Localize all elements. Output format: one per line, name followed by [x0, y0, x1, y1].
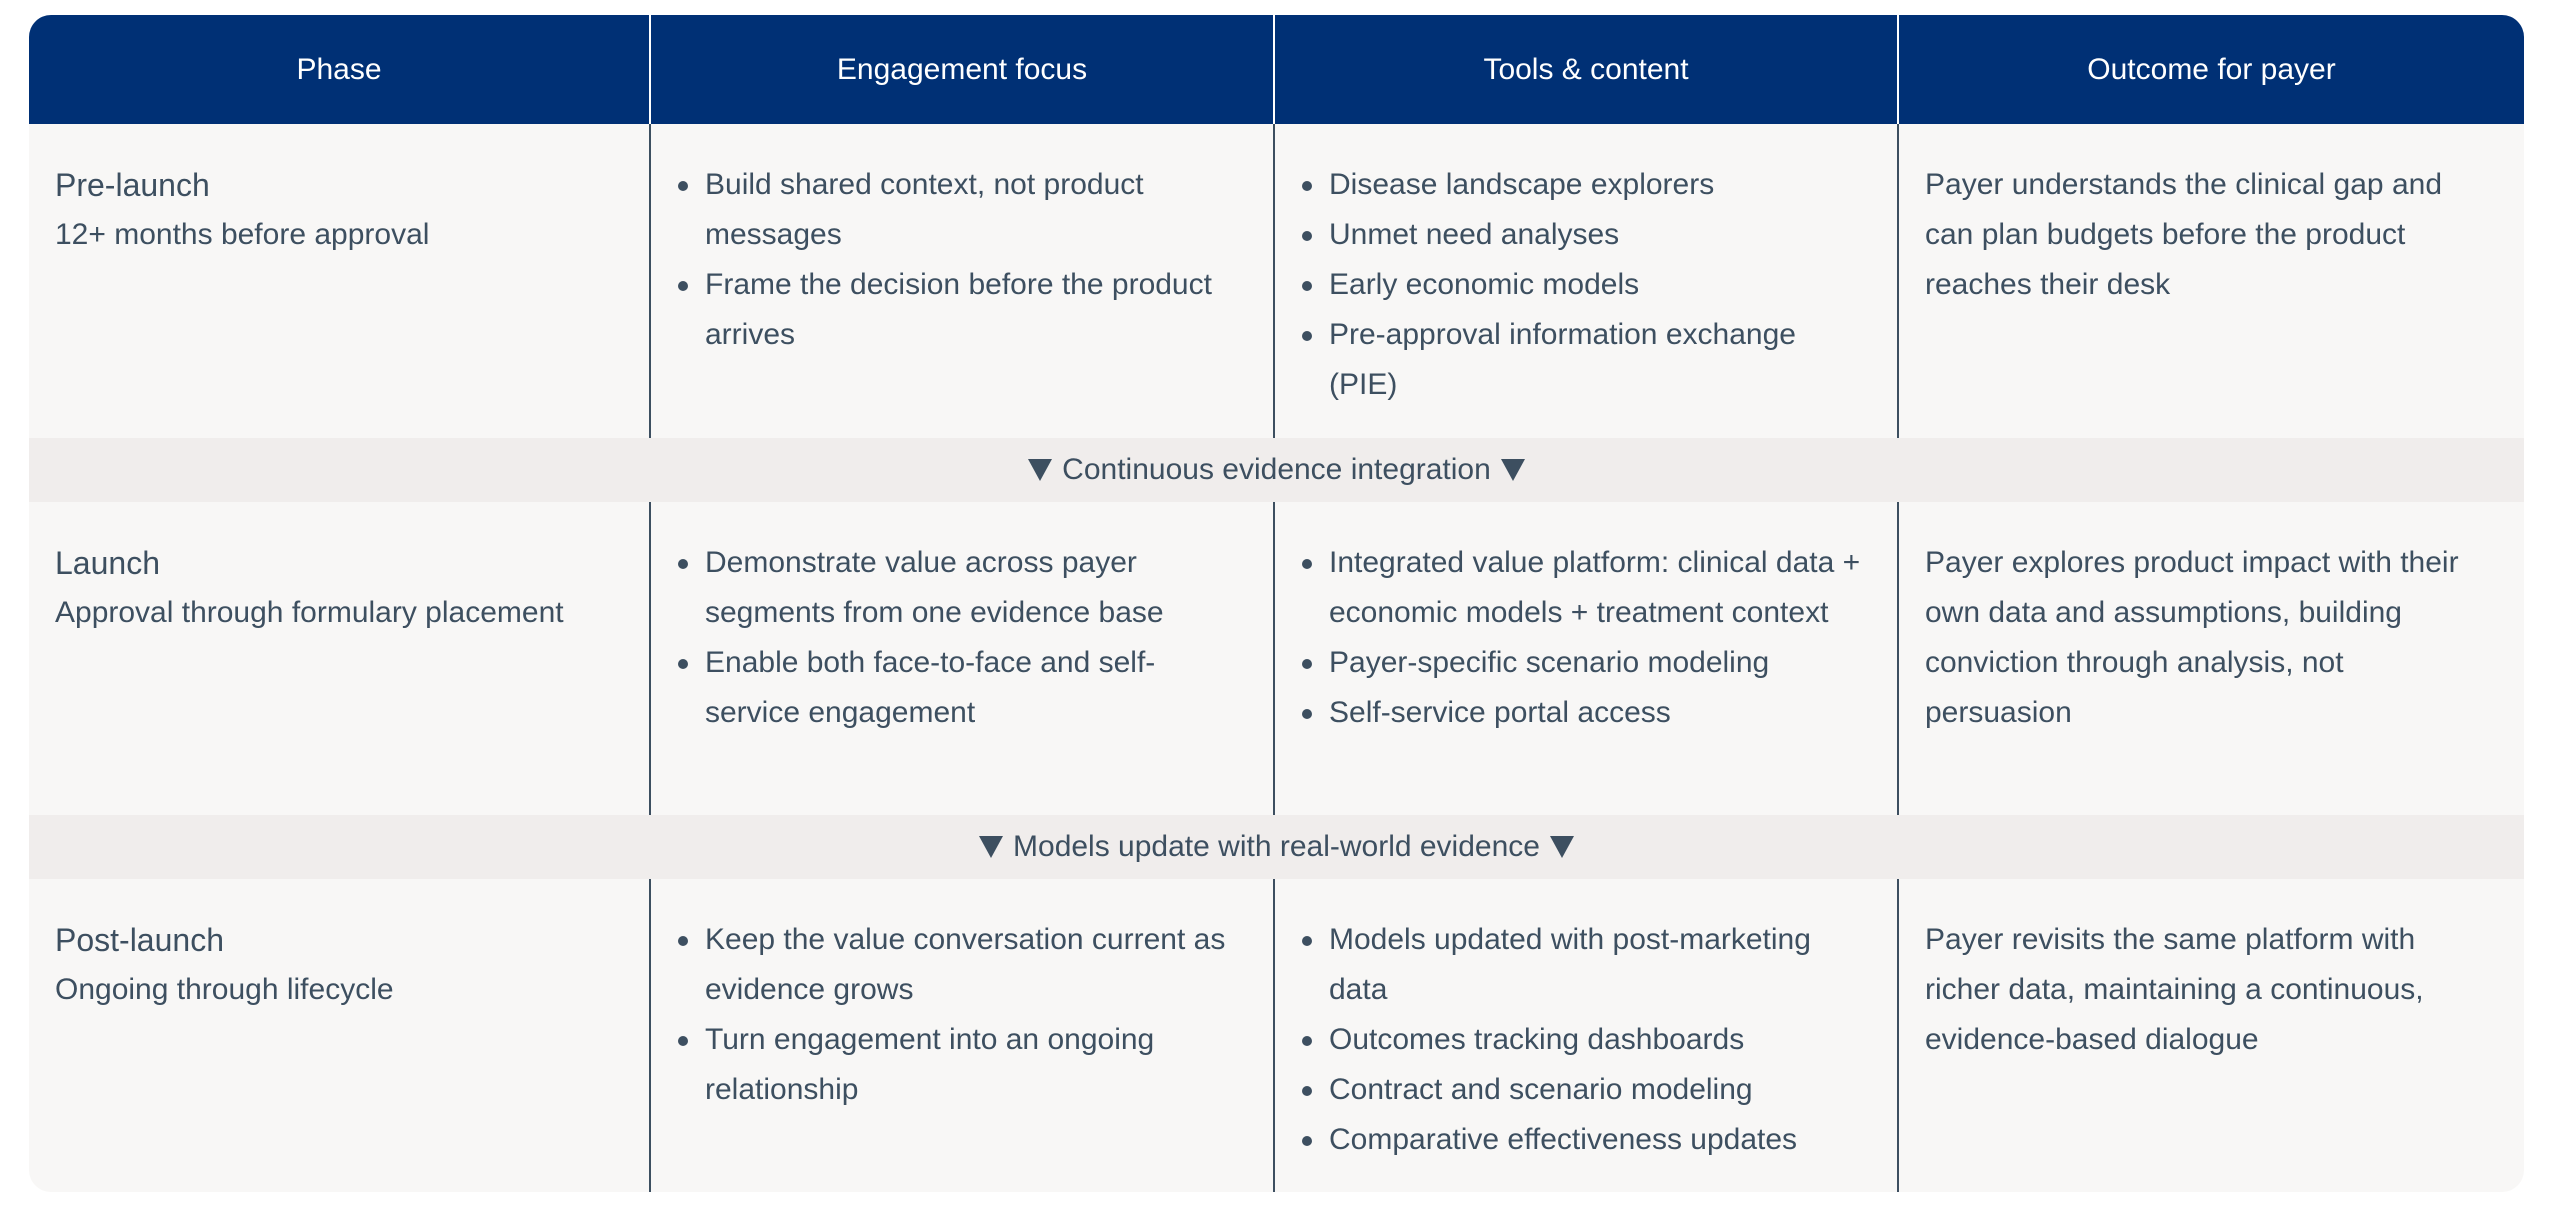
- transition-band: Models update with real-world evidence: [29, 815, 2524, 879]
- triangle-down-icon: [1549, 836, 1574, 858]
- focus-cell: Keep the value conversation current as e…: [651, 879, 1275, 1192]
- list-item: Frame the decision before the product ar…: [678, 260, 1247, 360]
- table-header: Phase Engagement focus Tools & content O…: [29, 15, 2524, 124]
- phase-cell: Pre-launch 12+ months before approval: [29, 124, 651, 438]
- tools-cell: Models updated with post-marketing data …: [1275, 879, 1899, 1192]
- band-label: Models update with real-world evidence: [1013, 830, 1540, 863]
- list-item: Demonstrate value across payer segments …: [678, 538, 1247, 638]
- list-item: Payer-specific scenario modeling: [1302, 638, 1871, 688]
- phase-cell: Post-launch Ongoing through lifecycle: [29, 879, 651, 1192]
- phase-name: Pre-launch: [55, 167, 210, 203]
- list-item: Integrated value platform: clinical data…: [1302, 538, 1871, 638]
- phase-timing: Approval through formulary placement: [55, 596, 564, 629]
- header-engagement-focus: Engagement focus: [651, 15, 1275, 124]
- outcome-cell: Payer understands the clinical gap and c…: [1925, 168, 2443, 301]
- list-item: Outcomes tracking dashboards: [1302, 1015, 1871, 1065]
- list-item: Turn engagement into an ongoing relation…: [678, 1015, 1247, 1115]
- header-tools-content: Tools & content: [1275, 15, 1899, 124]
- focus-cell: Build shared context, not product messag…: [651, 124, 1275, 438]
- table-row-pre-launch: Pre-launch 12+ months before approval Bu…: [29, 124, 2524, 438]
- list-item: Disease landscape explorers: [1302, 160, 1871, 210]
- header-phase: Phase: [29, 15, 651, 124]
- triangle-down-icon: [979, 836, 1004, 858]
- phase-cell: Launch Approval through formulary placem…: [29, 502, 651, 815]
- list-item: Unmet need analyses: [1302, 210, 1871, 260]
- phase-timing: Ongoing through lifecycle: [55, 973, 394, 1006]
- list-item: Keep the value conversation current as e…: [678, 915, 1247, 1015]
- tools-cell: Disease landscape explorers Unmet need a…: [1275, 124, 1899, 438]
- list-item: Build shared context, not product messag…: [678, 160, 1247, 260]
- list-item: Pre-approval information exchange (PIE): [1302, 310, 1871, 410]
- outcome-cell: Payer explores product impact with their…: [1925, 546, 2459, 729]
- band-label: Continuous evidence integration: [1062, 453, 1491, 486]
- list-item: Contract and scenario modeling: [1302, 1065, 1871, 1115]
- list-item: Comparative effectiveness updates: [1302, 1115, 1871, 1165]
- phase-name: Launch: [55, 545, 160, 581]
- phase-table: Phase Engagement focus Tools & content O…: [29, 15, 2524, 1192]
- list-item: Early economic models: [1302, 260, 1871, 310]
- triangle-down-icon: [1500, 459, 1525, 481]
- header-outcome: Outcome for payer: [2087, 52, 2336, 86]
- phase-name: Post-launch: [55, 922, 224, 958]
- list-item: Enable both face-to-face and self-servic…: [678, 638, 1247, 738]
- phase-timing: 12+ months before approval: [55, 218, 430, 251]
- outcome-cell: Payer revisits the same platform with ri…: [1925, 923, 2424, 1056]
- list-item: Models updated with post-marketing data: [1302, 915, 1871, 1015]
- tools-cell: Integrated value platform: clinical data…: [1275, 502, 1899, 815]
- list-item: Self-service portal access: [1302, 688, 1871, 738]
- focus-cell: Demonstrate value across payer segments …: [651, 502, 1275, 815]
- transition-band: Continuous evidence integration: [29, 438, 2524, 502]
- triangle-down-icon: [1028, 459, 1053, 481]
- table-row-launch: Launch Approval through formulary placem…: [29, 502, 2524, 815]
- table-row-post-launch: Post-launch Ongoing through lifecycle Ke…: [29, 879, 2524, 1192]
